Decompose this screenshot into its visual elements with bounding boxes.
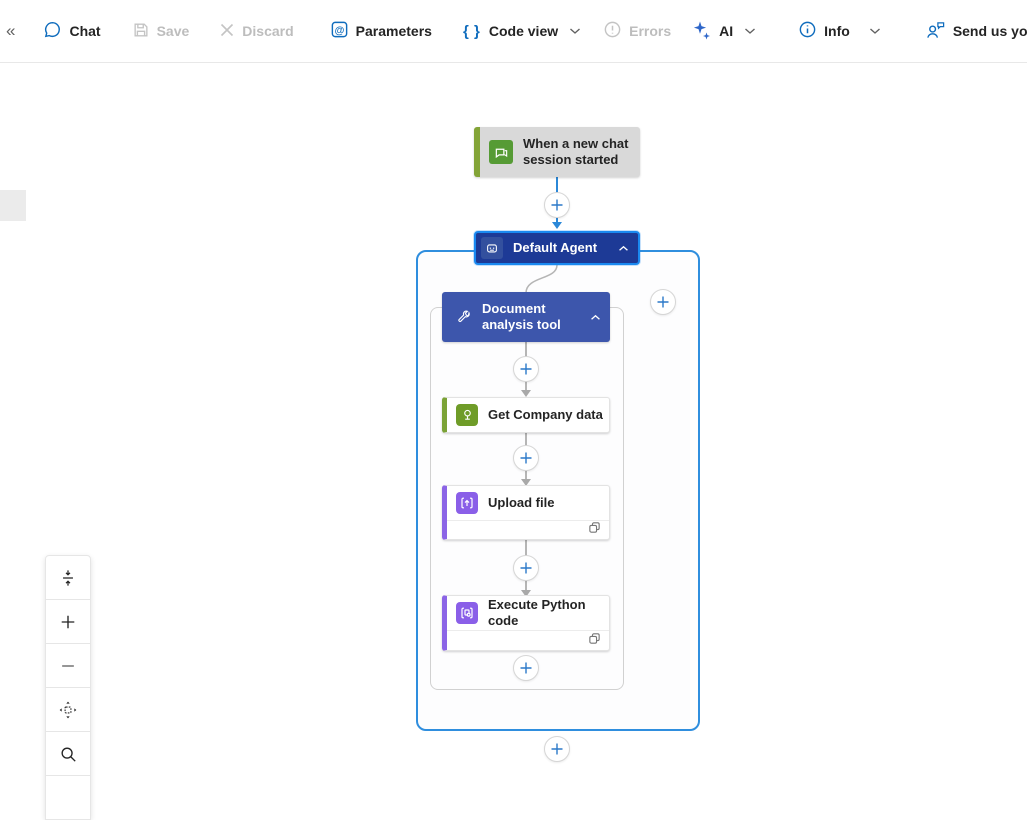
insert-step-button[interactable] (513, 356, 539, 382)
chevron-down-icon[interactable] (869, 27, 881, 35)
code-view-label: Code view (488, 23, 559, 39)
discard-icon (219, 22, 235, 41)
chat-label: Chat (69, 23, 101, 39)
feedback-label: Send us your feedback (952, 23, 1027, 39)
flow-canvas[interactable]: When a new chat session started Default … (0, 64, 1027, 820)
add-tool-button[interactable] (650, 289, 676, 315)
errors-icon (603, 20, 622, 42)
save-label: Save (156, 23, 190, 39)
chevron-up-icon[interactable] (590, 314, 601, 321)
chat-icon (43, 20, 62, 42)
action-node-execute-python-code[interactable]: Execute Python code (442, 595, 610, 651)
errors-label: Errors (629, 23, 672, 39)
tool-label: Document analysis tool (482, 300, 561, 332)
zoom-in-button[interactable] (45, 599, 91, 644)
wrench-icon (452, 305, 476, 329)
connector-arrow (521, 479, 531, 486)
action-label: Execute Python code (488, 596, 586, 629)
chat-button[interactable]: Chat (43, 20, 101, 42)
action-label: Upload file (488, 494, 555, 510)
ai-sparkle-icon (692, 20, 712, 43)
insert-step-button[interactable] (544, 192, 570, 218)
action-node-upload-file[interactable]: Upload file (442, 485, 610, 540)
chevron-down-icon[interactable] (569, 27, 581, 35)
agent-label: Default Agent (513, 239, 598, 255)
upload-file-icon (456, 491, 478, 514)
connector-arrow (521, 390, 531, 397)
insert-step-button[interactable] (513, 555, 539, 581)
trigger-label: When a new chat session started (523, 135, 629, 167)
collapse-panel-button[interactable]: « (6, 21, 16, 40)
connector-arrow (521, 590, 531, 597)
insert-step-button[interactable] (513, 655, 539, 681)
trigger-node-when-new-chat-session-started[interactable]: When a new chat session started (474, 127, 640, 177)
connector-arrow (552, 222, 562, 229)
top-toolbar: « Chat Save Discard @ Parameters (0, 0, 1027, 63)
discard-label: Discard (242, 23, 294, 39)
canvas-zoom-toolbar (45, 555, 91, 820)
action-label: Get Company data (488, 406, 603, 422)
insert-step-button[interactable] (513, 445, 539, 471)
feedback-person-icon (925, 20, 946, 43)
info-icon (798, 20, 817, 42)
pan-mode-button[interactable] (45, 687, 91, 732)
discard-button[interactable]: Discard (219, 22, 294, 41)
info-button[interactable]: Info (798, 20, 881, 42)
errors-button[interactable]: Errors (603, 20, 671, 42)
company-data-icon (456, 404, 478, 426)
feedback-button[interactable]: Send us your feedback (925, 20, 1027, 43)
zoom-toolbar-partial-button[interactable] (45, 775, 91, 820)
info-label: Info (824, 23, 850, 39)
save-button[interactable]: Save (132, 21, 190, 42)
zoom-out-button[interactable] (45, 643, 91, 688)
ai-button[interactable]: AI (692, 20, 756, 43)
insert-step-button[interactable] (544, 736, 570, 762)
bot-icon (481, 237, 503, 259)
chevron-up-icon[interactable] (618, 245, 629, 252)
ai-label: AI (719, 23, 734, 39)
svg-text:@: @ (334, 25, 344, 36)
code-braces-icon: { } (462, 22, 482, 40)
action-node-get-company-data[interactable]: Get Company data (442, 397, 610, 433)
parameters-button[interactable]: @ Parameters (330, 20, 432, 42)
agent-node-default-agent[interactable]: Default Agent (474, 231, 640, 265)
search-canvas-button[interactable] (45, 731, 91, 776)
chat-session-icon (489, 140, 513, 164)
connector-curve (525, 264, 558, 294)
parameters-label: Parameters (355, 23, 432, 39)
chevron-down-icon[interactable] (744, 27, 756, 35)
parameters-icon: @ (330, 20, 349, 42)
code-view-button[interactable]: { } Code view (463, 23, 581, 40)
tool-node-document-analysis-tool[interactable]: Document analysis tool (442, 292, 610, 342)
fit-to-window-button[interactable] (45, 555, 91, 600)
copy-output-icon[interactable] (588, 632, 601, 650)
collapsed-panel-tab[interactable] (0, 190, 26, 221)
python-code-icon (456, 602, 478, 625)
copy-output-icon[interactable] (588, 521, 601, 539)
save-icon (132, 21, 150, 42)
